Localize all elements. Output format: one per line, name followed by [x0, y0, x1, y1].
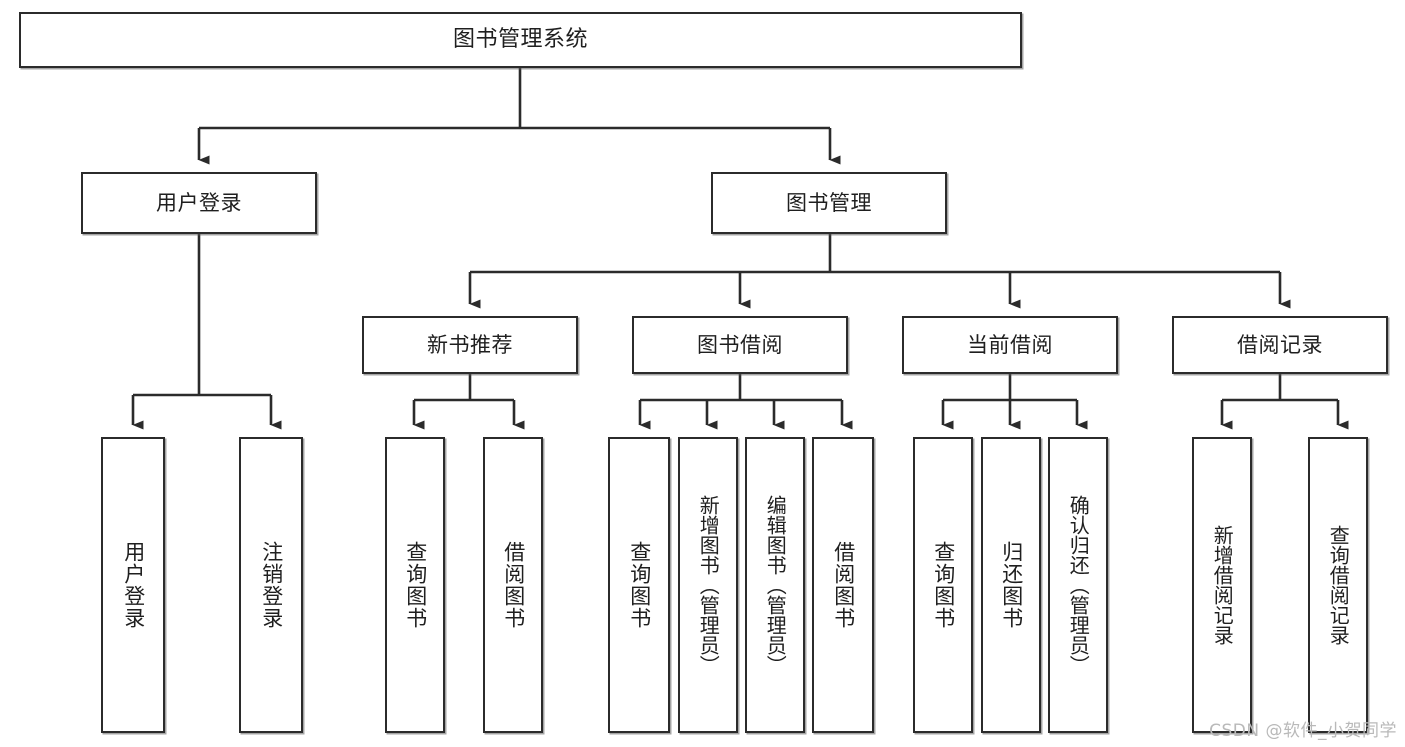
leaf-query-book-recommend[interactable]: 查询图书 — [385, 437, 445, 733]
node-book-borrow[interactable]: 图书借阅 — [632, 316, 848, 374]
node-label: 确认归还（管理员） — [1066, 495, 1091, 675]
node-label: 查询图书 — [931, 541, 956, 629]
node-label: 新书推荐 — [427, 332, 513, 357]
node-label: 查询图书 — [627, 541, 652, 629]
node-label: 借阅图书 — [831, 541, 856, 629]
node-label: 新增图书（管理员） — [696, 495, 721, 675]
node-label: 注销登录 — [259, 541, 284, 629]
node-label: 编辑图书（管理员） — [763, 495, 788, 675]
leaf-add-borrow-record[interactable]: 新增借阅记录 — [1192, 437, 1252, 733]
leaf-return-book[interactable]: 归还图书 — [981, 437, 1041, 733]
watermark-text: CSDN @软件_小贺同学 — [1209, 721, 1397, 741]
node-user-login[interactable]: 用户登录 — [81, 172, 317, 234]
node-new-book-recommend[interactable]: 新书推荐 — [362, 316, 578, 374]
node-book-management[interactable]: 图书管理 — [711, 172, 947, 234]
leaf-query-book-borrow[interactable]: 查询图书 — [608, 437, 670, 733]
node-label: 当前借阅 — [967, 332, 1053, 357]
leaf-query-book-current[interactable]: 查询图书 — [913, 437, 973, 733]
node-label: 借阅记录 — [1237, 332, 1323, 357]
leaf-edit-book-admin[interactable]: 编辑图书（管理员） — [745, 437, 805, 733]
node-label: 查询图书 — [403, 541, 428, 629]
node-current-borrow[interactable]: 当前借阅 — [902, 316, 1118, 374]
node-label: 归还图书 — [999, 541, 1024, 629]
leaf-borrow-book-recommend[interactable]: 借阅图书 — [483, 437, 543, 733]
node-label: 新增借阅记录 — [1210, 525, 1235, 645]
node-root-book-management-system[interactable]: 图书管理系统 — [19, 12, 1022, 68]
node-label: 图书管理系统 — [452, 27, 588, 53]
node-label: 借阅图书 — [501, 541, 526, 629]
node-label: 图书借阅 — [697, 332, 783, 357]
leaf-confirm-return-admin[interactable]: 确认归还（管理员） — [1048, 437, 1108, 733]
node-borrow-record[interactable]: 借阅记录 — [1172, 316, 1388, 374]
leaf-add-book-admin[interactable]: 新增图书（管理员） — [678, 437, 738, 733]
leaf-borrow-book-borrow[interactable]: 借阅图书 — [812, 437, 874, 733]
node-label: 用户登录 — [121, 541, 146, 629]
leaf-query-borrow-record[interactable]: 查询借阅记录 — [1308, 437, 1368, 733]
node-label: 查询借阅记录 — [1326, 525, 1351, 645]
node-label: 图书管理 — [786, 190, 872, 215]
node-label: 用户登录 — [156, 190, 242, 215]
leaf-logout-login[interactable]: 注销登录 — [239, 437, 303, 733]
leaf-user-login[interactable]: 用户登录 — [101, 437, 165, 733]
